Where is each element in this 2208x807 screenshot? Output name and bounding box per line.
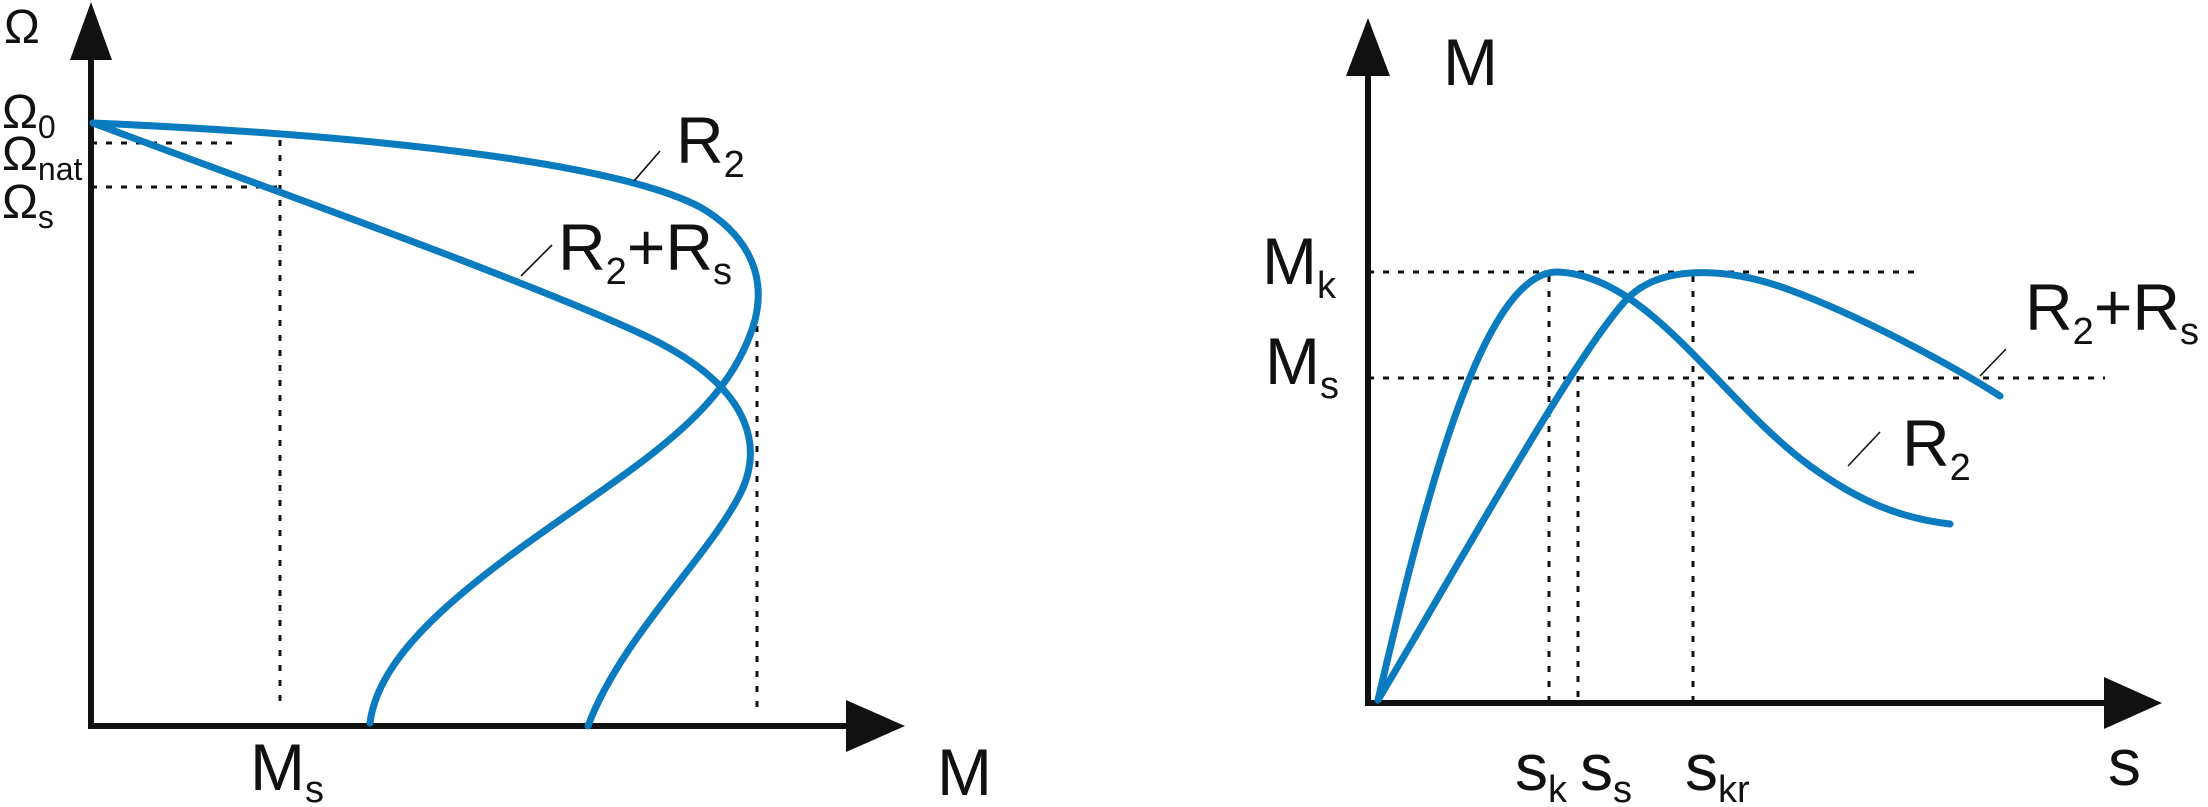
right-curve-r2-rs: [1374, 269, 2004, 704]
right-y-axis-arrow: [1346, 18, 1390, 76]
right-x-axis-label: s: [2108, 725, 2141, 799]
left-y-tick-omega-0-base: Ω: [2, 86, 38, 139]
right-y-tick-ms-sub: s: [1320, 365, 1339, 407]
left-curve-r2: [89, 119, 762, 727]
left-x-axis-label: M: [937, 735, 992, 807]
right-y-tick-mk-base: M: [1262, 224, 1317, 298]
left-y-tick-omega-s-base: Ω: [2, 176, 38, 229]
right-x-tick-skr: skr: [1685, 730, 1750, 807]
right-x-axis-arrow: [2104, 677, 2162, 729]
right-curve-label-r2: R2: [1902, 406, 1971, 489]
right-curve-label-r2-rs-part0: R: [2025, 270, 2073, 344]
right-y-tick-mk: Mk: [1262, 224, 1337, 307]
left-y-tick-omega-nat-base: Ω: [2, 128, 38, 181]
left-y-tick-omega-nat: Ωnat: [2, 128, 82, 187]
right-x-tick-ss-base: s: [1580, 730, 1613, 804]
left-y-tick-omega-nat-sub: nat: [38, 151, 83, 187]
left-curve-label-r2: R2: [676, 103, 745, 186]
right-y-axis-label: M: [1443, 25, 1498, 99]
right-x-tick-ss-sub: s: [1613, 769, 1632, 807]
left-x-tick-ms-sub: s: [305, 769, 324, 807]
left-curve-label-r2-part0: R: [676, 103, 724, 177]
left-y-axis-label: Ω: [4, 1, 40, 54]
right-y-tick-mk-sub: k: [1317, 265, 1337, 307]
left-curve-label-r2-rs-part2: +R: [627, 210, 713, 284]
left-y-axis-arrow: [70, 2, 112, 60]
right-curve-label-r2-rs-part3: s: [2180, 311, 2199, 353]
left-leader-r2-rs: [520, 244, 553, 277]
left-curve-label-r2-part1: 2: [724, 144, 745, 186]
right-curve-label-r2-part1: 2: [1950, 447, 1971, 489]
left-curve-r2-rs: [89, 119, 754, 730]
left-leader-r2: [633, 150, 661, 182]
right-x-tick-ss: ss: [1580, 730, 1632, 807]
right-x-tick-skr-base: s: [1685, 730, 1718, 804]
left-curve-label-r2-rs-part0: R: [558, 210, 606, 284]
right-x-tick-sk: sk: [1515, 730, 1568, 807]
right-curve-label-r2-rs-part2: +R: [2094, 270, 2180, 344]
right-curve-label-r2-rs-part1: 2: [2073, 311, 2094, 353]
right-y-tick-ms: Ms: [1265, 324, 1339, 407]
left-curve-label-r2-rs: R2+Rs: [558, 210, 732, 293]
left-curve-label-r2-rs-part1: 2: [606, 251, 627, 293]
right-x-tick-sk-sub: k: [1548, 769, 1568, 807]
left-x-tick-ms: Ms: [250, 730, 324, 807]
right-curve-label-r2-rs: R2+Rs: [2025, 270, 2199, 353]
right-x-tick-skr-sub: kr: [1718, 769, 1750, 807]
right-diagram: M s Mk Ms sk ss skr R2+Rs R2: [1262, 18, 2199, 807]
left-x-tick-ms-base: M: [250, 730, 305, 804]
left-y-tick-omega-0: Ω0: [2, 86, 56, 145]
left-curve-label-r2-rs-part3: s: [713, 251, 732, 293]
right-curve-r2: [1374, 268, 1954, 704]
right-y-tick-ms-base: M: [1265, 324, 1320, 398]
left-y-tick-omega-s: Ωs: [2, 176, 54, 235]
right-curve-label-r2-part0: R: [1902, 406, 1950, 480]
left-y-tick-omega-0-sub: 0: [38, 109, 56, 145]
right-leader-r2-rs: [1979, 348, 2007, 377]
left-y-tick-omega-s-sub: s: [38, 199, 54, 235]
right-leader-r2: [1847, 431, 1881, 467]
left-diagram: Ω M Ω0 Ωnat Ωs Ms R2 R2+Rs: [2, 1, 992, 807]
left-x-axis-arrow: [846, 700, 905, 752]
right-x-tick-sk-base: s: [1515, 730, 1548, 804]
